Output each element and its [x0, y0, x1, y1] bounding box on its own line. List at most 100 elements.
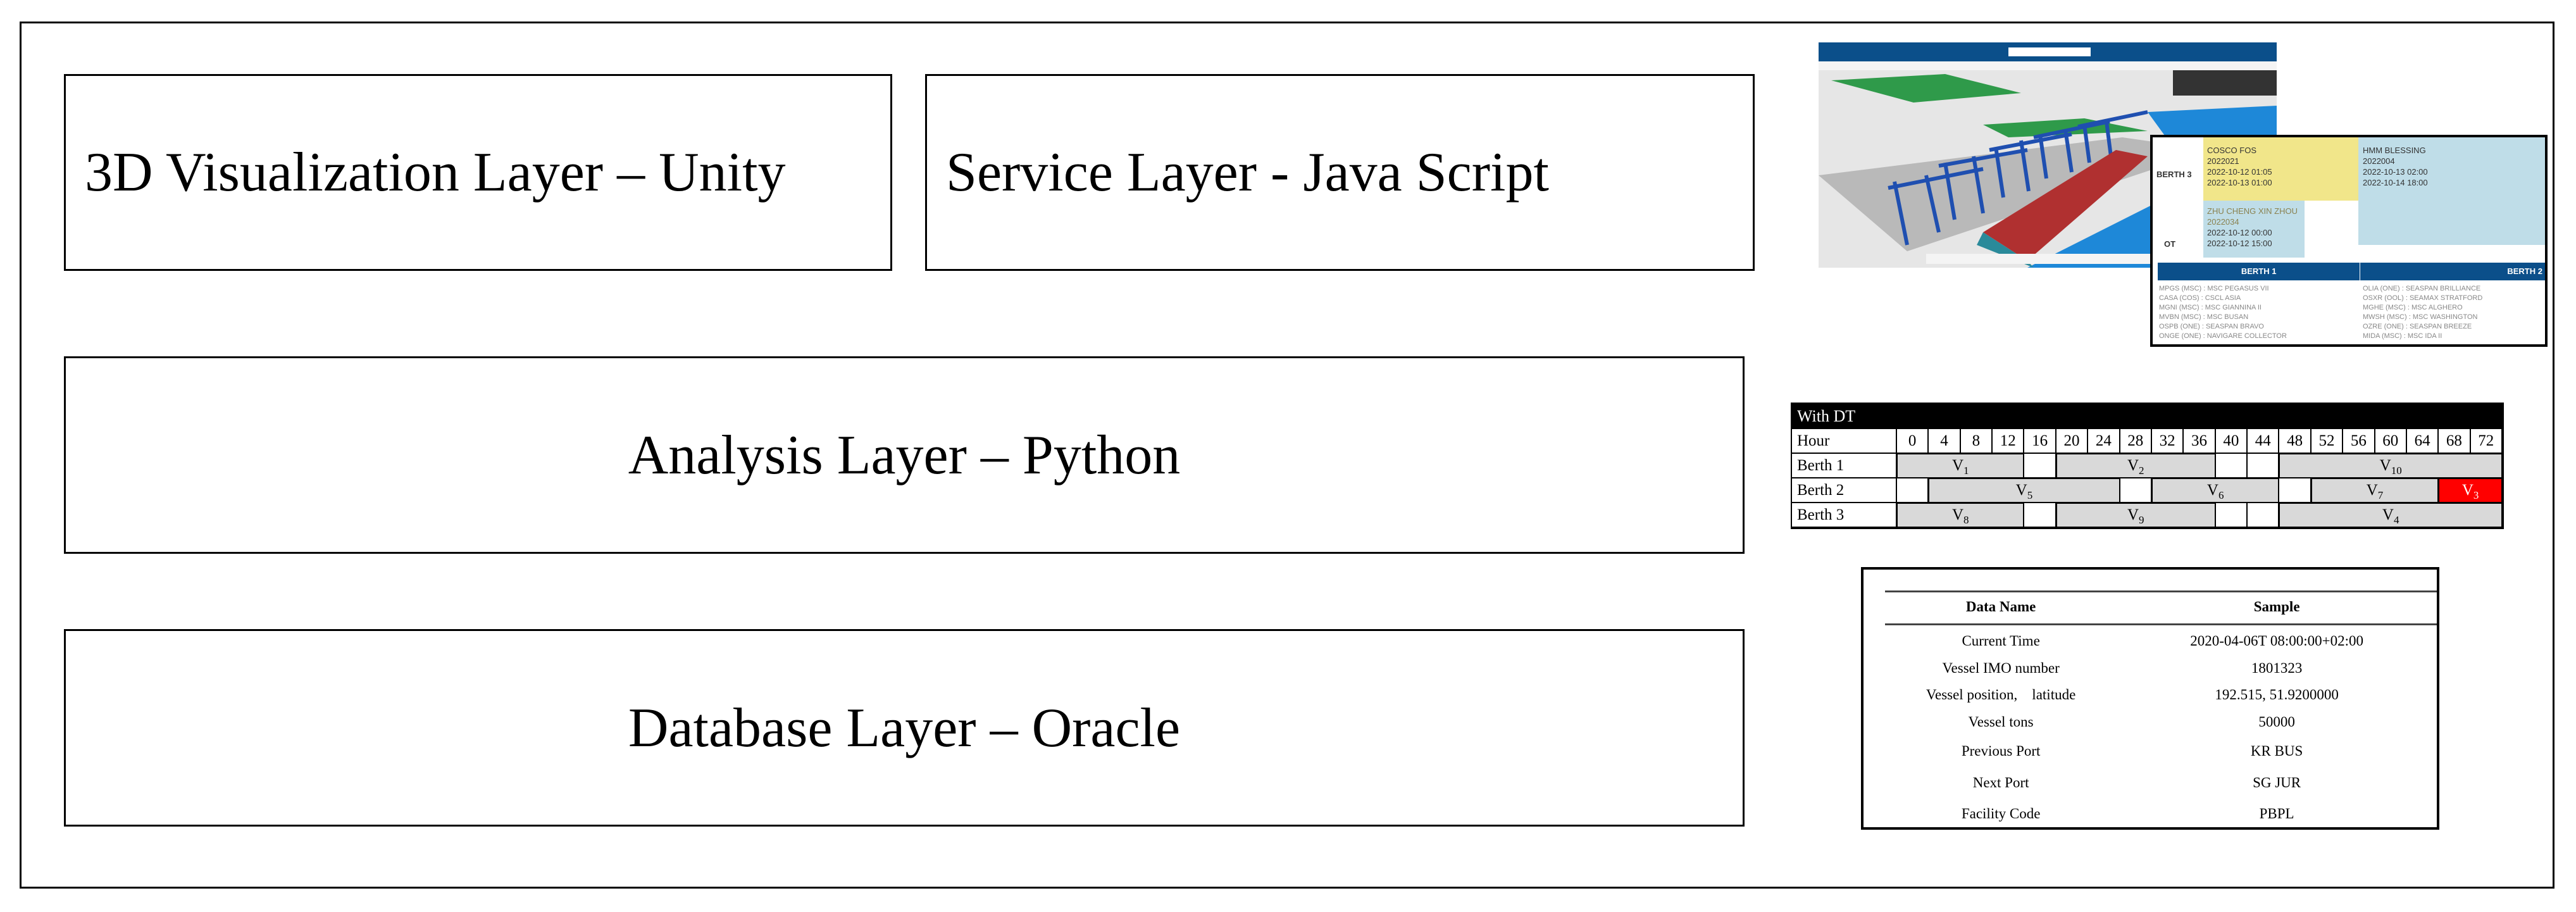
- berth-row-label: BERTH 3: [2156, 170, 2192, 179]
- hour-tick: 16: [2024, 429, 2056, 454]
- table-row: Vessel position, latitude 192.515, 51.920…: [1885, 687, 2437, 703]
- ot-row-label: OT: [2164, 239, 2176, 249]
- quay-cranes: [1888, 110, 2148, 246]
- sample-value: 2020-04-06T 08:00:00+02:00: [2190, 633, 2364, 649]
- gantt-title: With DT: [1792, 404, 2503, 429]
- hour-tick: 32: [2151, 429, 2184, 454]
- database-layer-label: Database Layer – Oracle: [628, 697, 1181, 759]
- vessel-bar: V6: [2151, 478, 2280, 503]
- list-item: MGNI (MSC) : MSC GIANNINA II: [2159, 304, 2262, 311]
- vessel-block-yellow: [2203, 137, 2358, 201]
- vessel-block-blue: [2358, 137, 2545, 245]
- vessel-bar: V9: [2055, 503, 2216, 528]
- table-header-rule: [1885, 623, 2437, 625]
- vessel-index: 3: [2473, 489, 2479, 501]
- list-item: OZRE (ONE) : SEASPAN BREEZE: [2363, 323, 2472, 330]
- hour-tick: 0: [1897, 429, 1929, 454]
- sample-value: 1801323: [2251, 660, 2303, 676]
- vessel-index: 2: [2139, 465, 2144, 477]
- vessel-bar: V5: [1928, 478, 2120, 503]
- hour-tick: 24: [2088, 429, 2120, 454]
- header-data-name: Data Name: [1965, 599, 2036, 615]
- sky-dark: [2173, 70, 2277, 96]
- analysis-layer-box: Analysis Layer – Python: [64, 356, 1745, 554]
- data-name-cell: Facility Code: [1961, 806, 2041, 821]
- vessel-index: 5: [2027, 489, 2033, 501]
- berth-label: Berth 3: [1792, 503, 1897, 528]
- list-item: OSXR (OOL) : SEAMAX STRATFORD: [2363, 294, 2483, 302]
- empty-slot: [2215, 454, 2248, 478]
- hour-tick: 8: [1960, 429, 1993, 454]
- vessel-bar: V1: [1896, 453, 2025, 478]
- list-item: MVBN (MSC) : MSC BUSAN: [2159, 313, 2249, 321]
- service-layer-label: Service Layer - Java Script: [946, 142, 1549, 203]
- empty-slot: [2279, 478, 2312, 503]
- table-row: Vessel tons 50000: [1885, 714, 2437, 730]
- list-item: OLIA (ONE) : SEASPAN BRILLIANCE: [2363, 285, 2481, 292]
- hour-tick: 28: [2120, 429, 2152, 454]
- empty-slot: [2120, 478, 2152, 503]
- sample-value: SG JUR: [2253, 775, 2301, 790]
- search-box: [2008, 47, 2091, 56]
- berth-2-header[interactable]: BERTH 2: [2507, 266, 2542, 276]
- vessel-index: 4: [2393, 514, 2399, 526]
- table-row: Facility Code PBPL: [1885, 806, 2437, 822]
- sample-value: KR BUS: [2250, 743, 2303, 759]
- vessel-block-lower: [2203, 201, 2305, 258]
- vessel-bar: V10: [2279, 453, 2503, 478]
- empty-slot: [2215, 503, 2248, 528]
- vessel-bar: V8: [1896, 503, 2025, 528]
- sample-value: PBPL: [2259, 806, 2294, 821]
- hour-tick: 56: [2343, 429, 2375, 454]
- berth-1-header[interactable]: BERTH 1: [2158, 263, 2361, 280]
- vessel-bar: V3: [2438, 478, 2503, 503]
- vessel-bar: V2: [2055, 453, 2216, 478]
- hour-tick: 60: [2375, 429, 2407, 454]
- service-layer-box: Service Layer - Java Script: [925, 74, 1755, 271]
- vessel-name: V: [2127, 457, 2139, 474]
- berth-label: Berth 1: [1792, 454, 1897, 478]
- vessel-index: 8: [1963, 514, 1969, 526]
- list-item: MGHE (MSC) : MSC ALGHERO: [2363, 304, 2463, 311]
- empty-slot: [2024, 454, 2056, 478]
- data-name-cell: Vessel position, latitude: [1926, 687, 2076, 703]
- data-name-cell: Vessel tons: [1968, 714, 2034, 730]
- hour-tick: 52: [2311, 429, 2344, 454]
- vessel-name: V: [1951, 506, 1964, 523]
- vessel-name: V: [2015, 482, 2027, 499]
- list-item: MIDA (MSC) : MSC IDA II: [2363, 332, 2442, 340]
- vessel-bar: V7: [2310, 478, 2439, 503]
- header-sample: Sample: [2253, 599, 2300, 615]
- vessel-name: V: [2206, 482, 2218, 499]
- vessel-index: 7: [2377, 489, 2384, 501]
- visualization-layer-label: 3D Visualization Layer – Unity: [85, 142, 786, 203]
- hour-tick: 48: [2279, 429, 2312, 454]
- sample-value: 50000: [2258, 714, 2295, 730]
- list-item: CASA (COS) : CSCL ASIA: [2159, 294, 2241, 302]
- empty-slot: [2248, 503, 2280, 528]
- sample-value: 192.515, 51.9200000: [2215, 687, 2339, 703]
- vessel-index: 10: [2391, 465, 2402, 477]
- analysis-layer-label: Analysis Layer – Python: [628, 424, 1181, 486]
- hour-tick: 20: [2056, 429, 2089, 454]
- hour-tick: 36: [2184, 429, 2216, 454]
- empty-slot: [1897, 478, 1929, 503]
- hour-tick: 12: [1993, 429, 2025, 454]
- berth-header-bar: BERTH 1 BERTH 2: [2158, 263, 2545, 280]
- viewer-toolbar: [1926, 254, 2167, 264]
- list-item: MPGS (MSC) : MSC PEGASUS VII: [2159, 285, 2269, 292]
- container-ship: [1983, 150, 2148, 261]
- table-top-rule: [1885, 590, 2437, 592]
- vessel-name: V: [2127, 506, 2139, 523]
- berth-1-vessel-list: MPGS (MSC) : MSC PEGASUS VII CASA (COS) :…: [2159, 284, 2287, 341]
- vessel-name: V: [2461, 482, 2473, 499]
- hour-tick: 72: [2470, 429, 2503, 454]
- tab-strip: [1819, 61, 2277, 70]
- vessel-name: V: [1951, 457, 1964, 474]
- data-name-cell: Previous Port: [1961, 743, 2041, 759]
